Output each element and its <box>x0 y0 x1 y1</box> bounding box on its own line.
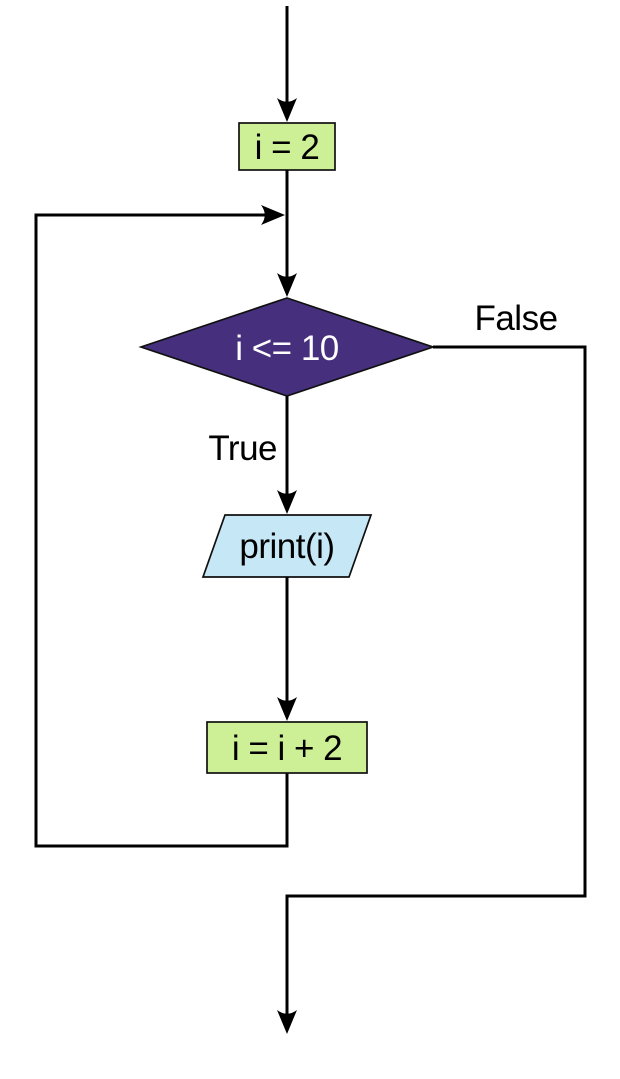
arrow-right-icon <box>261 205 285 225</box>
init-label: i = 2 <box>255 128 320 167</box>
edge-loopback-line <box>34 213 289 848</box>
arrow-down-icon <box>277 697 297 721</box>
init-node: i = 2 <box>238 122 336 171</box>
arrow-down-icon <box>277 490 297 514</box>
print-node: print(i) <box>201 514 373 578</box>
print-parallelogram <box>201 514 373 578</box>
edge-false-branch-line <box>285 345 587 1027</box>
false-branch-label: False <box>474 299 557 338</box>
arrow-down-icon <box>277 1010 297 1034</box>
increment-label: i = i + 2 <box>232 729 342 768</box>
true-branch-label: True <box>208 429 277 468</box>
init-box <box>238 122 336 171</box>
print-label: print(i) <box>239 527 334 566</box>
increment-box <box>206 721 368 774</box>
condition-label: i <= 10 <box>235 329 339 368</box>
arrow-down-icon <box>277 98 297 122</box>
arrow-down-icon <box>277 273 297 297</box>
condition-node: i <= 10 <box>138 297 436 397</box>
increment-node: i = i + 2 <box>206 721 368 774</box>
